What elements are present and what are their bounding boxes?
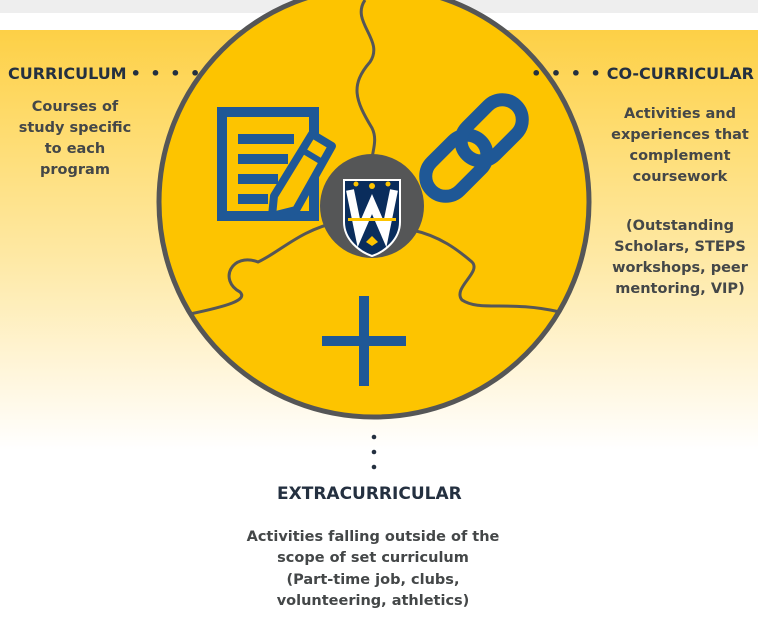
university-shield-icon [320, 154, 424, 258]
curriculum-connector-dots: • • • • [130, 64, 203, 83]
extracurricular-title: EXTRACURRICULAR [277, 484, 462, 504]
extracurricular-connector [371, 434, 377, 470]
puzzle-seam-top [355, 0, 377, 161]
curriculum-title: CURRICULUM [8, 64, 127, 83]
curriculum-heading: CURRICULUM• • • • [8, 64, 202, 83]
curriculum-description: Courses of study specific to each progra… [18, 99, 132, 178]
puzzle-seam-left [189, 220, 339, 316]
plus-icon [322, 296, 406, 386]
co-curricular-heading: • • • •CO-CURRICULAR [531, 64, 754, 83]
puzzle-seam-right [411, 228, 561, 314]
co-curricular-title: CO-CURRICULAR [606, 64, 754, 83]
extracurricular-examples: (Part-time job, clubs, volunteering, ath… [276, 572, 470, 609]
co-curricular-connector-dots: • • • • [531, 64, 603, 83]
co-curricular-examples: (Outstanding Scholars, STEPS workshops, … [612, 218, 748, 297]
pencil-paper-icon [217, 107, 336, 221]
extracurricular-description: Activities falling outside of the scope … [246, 529, 500, 566]
co-curricular-description: Activities and experiences that compleme… [611, 106, 749, 185]
chain-link-icon [419, 93, 529, 203]
